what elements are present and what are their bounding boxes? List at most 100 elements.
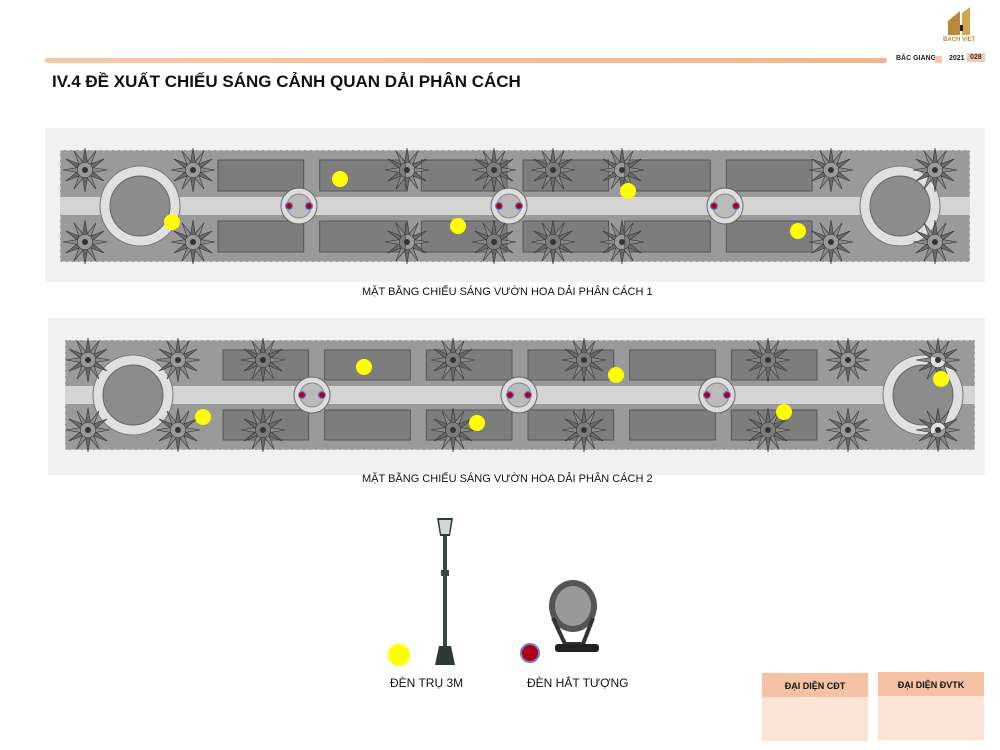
logo-text: BACH VIET xyxy=(943,37,976,43)
spot-lamp-marker xyxy=(722,390,732,400)
tree-trunk xyxy=(935,427,941,433)
post-lamp-marker xyxy=(450,218,466,234)
planter-bed xyxy=(324,349,411,381)
tree-trunk xyxy=(82,239,88,245)
tree-trunk xyxy=(765,357,771,363)
post-lamp-image xyxy=(435,518,455,665)
tree-icon xyxy=(240,337,286,383)
tree-icon xyxy=(384,147,430,193)
spot-lamp-marker xyxy=(284,201,294,211)
post-lamp-marker xyxy=(608,367,624,383)
post-lamp-legend-icon xyxy=(388,644,410,666)
post-lamp-marker xyxy=(356,359,372,375)
plan-1-panel xyxy=(45,128,985,282)
tree-trunk xyxy=(491,239,497,245)
planter-bed xyxy=(425,409,513,441)
planter-bed xyxy=(527,349,615,381)
plan-1-caption: MẶT BẰNG CHIẾU SÁNG VƯỜN HOA DẢI PHÂN CÁ… xyxy=(362,286,653,298)
tree-icon xyxy=(170,219,216,265)
tree-trunk xyxy=(765,427,771,433)
tree-icon xyxy=(561,407,607,453)
plan-1-drawing xyxy=(59,147,971,265)
planter-bed xyxy=(222,409,310,441)
spot-lamp-marker xyxy=(297,390,307,400)
location: BẮC GIANG xyxy=(896,55,937,62)
tree-icon xyxy=(65,337,111,383)
post-lamp-marker xyxy=(195,409,211,425)
tree-trunk xyxy=(581,427,587,433)
post-lamp-marker xyxy=(469,415,485,431)
tree-icon xyxy=(155,407,201,453)
round-lawn xyxy=(869,175,931,237)
tree-trunk xyxy=(82,167,88,173)
tree-icon xyxy=(62,147,108,193)
post-lamp-marker xyxy=(164,214,180,230)
plan-2-panel xyxy=(48,318,985,475)
tree-trunk xyxy=(828,239,834,245)
spot-lamp-marker xyxy=(494,201,504,211)
tree-trunk xyxy=(175,357,181,363)
tree-trunk xyxy=(581,357,587,363)
round-lawn xyxy=(102,364,164,426)
tree-trunk xyxy=(190,167,196,173)
spot-lamp-marker xyxy=(514,201,524,211)
tree-trunk xyxy=(550,239,556,245)
tree-trunk xyxy=(260,357,266,363)
planter-bed xyxy=(624,159,711,192)
planter-bed xyxy=(629,409,716,441)
tree-icon xyxy=(471,147,517,193)
tree-icon xyxy=(808,147,854,193)
tree-trunk xyxy=(175,427,181,433)
header-rule xyxy=(45,58,887,63)
planter-bed xyxy=(629,349,716,381)
tree-icon xyxy=(561,337,607,383)
tree-trunk xyxy=(845,427,851,433)
tree-icon xyxy=(808,219,854,265)
planter-bed xyxy=(624,220,711,253)
spot-lamp-legend-icon xyxy=(520,643,540,663)
tree-trunk xyxy=(260,427,266,433)
tree-icon xyxy=(384,219,430,265)
tree-trunk xyxy=(845,357,851,363)
spot-lamp-marker xyxy=(731,201,741,211)
tree-trunk xyxy=(935,357,941,363)
tree-trunk xyxy=(550,167,556,173)
page-title: IV.4 ĐỀ XUẤT CHIẾU SÁNG CẢNH QUAN DẢI PH… xyxy=(52,72,521,91)
spot-lamp-label: ĐÈN HẮT TƯỢNG xyxy=(527,676,629,690)
planter-bed xyxy=(324,409,411,441)
spot-lamp-marker xyxy=(317,390,327,400)
tree-trunk xyxy=(190,239,196,245)
owner-signature-box: ĐẠI DIỆN CĐT xyxy=(762,673,868,741)
location-marker xyxy=(935,56,942,63)
tree-icon xyxy=(530,147,576,193)
tree-icon xyxy=(430,407,476,453)
post-lamp-marker xyxy=(620,183,636,199)
tree-icon xyxy=(240,407,286,453)
tree-icon xyxy=(912,219,958,265)
planter-bed xyxy=(522,159,610,192)
tree-trunk xyxy=(932,239,938,245)
spot-lamp-image xyxy=(549,580,599,652)
tree-icon xyxy=(65,407,111,453)
tree-icon xyxy=(170,147,216,193)
planter-bed xyxy=(527,409,615,441)
planter-bed xyxy=(522,220,610,253)
tree-trunk xyxy=(619,167,625,173)
tree-icon xyxy=(599,219,645,265)
tree-trunk xyxy=(450,427,456,433)
post-lamp-label: ĐÈN TRỤ 3M xyxy=(390,676,464,690)
planter-bed xyxy=(222,349,310,381)
tree-icon xyxy=(825,407,871,453)
tree-icon xyxy=(530,219,576,265)
designer-signature-label: ĐẠI DIỆN ĐVTK xyxy=(878,672,984,696)
planter-bed xyxy=(319,159,406,192)
spot-lamp-marker xyxy=(702,390,712,400)
tree-trunk xyxy=(491,167,497,173)
post-lamp-marker xyxy=(790,223,806,239)
tree-trunk xyxy=(619,239,625,245)
tree-icon xyxy=(430,337,476,383)
planter-bed xyxy=(319,220,406,253)
tree-icon xyxy=(912,147,958,193)
spot-lamp-marker xyxy=(709,201,719,211)
post-lamp-marker xyxy=(933,371,949,387)
